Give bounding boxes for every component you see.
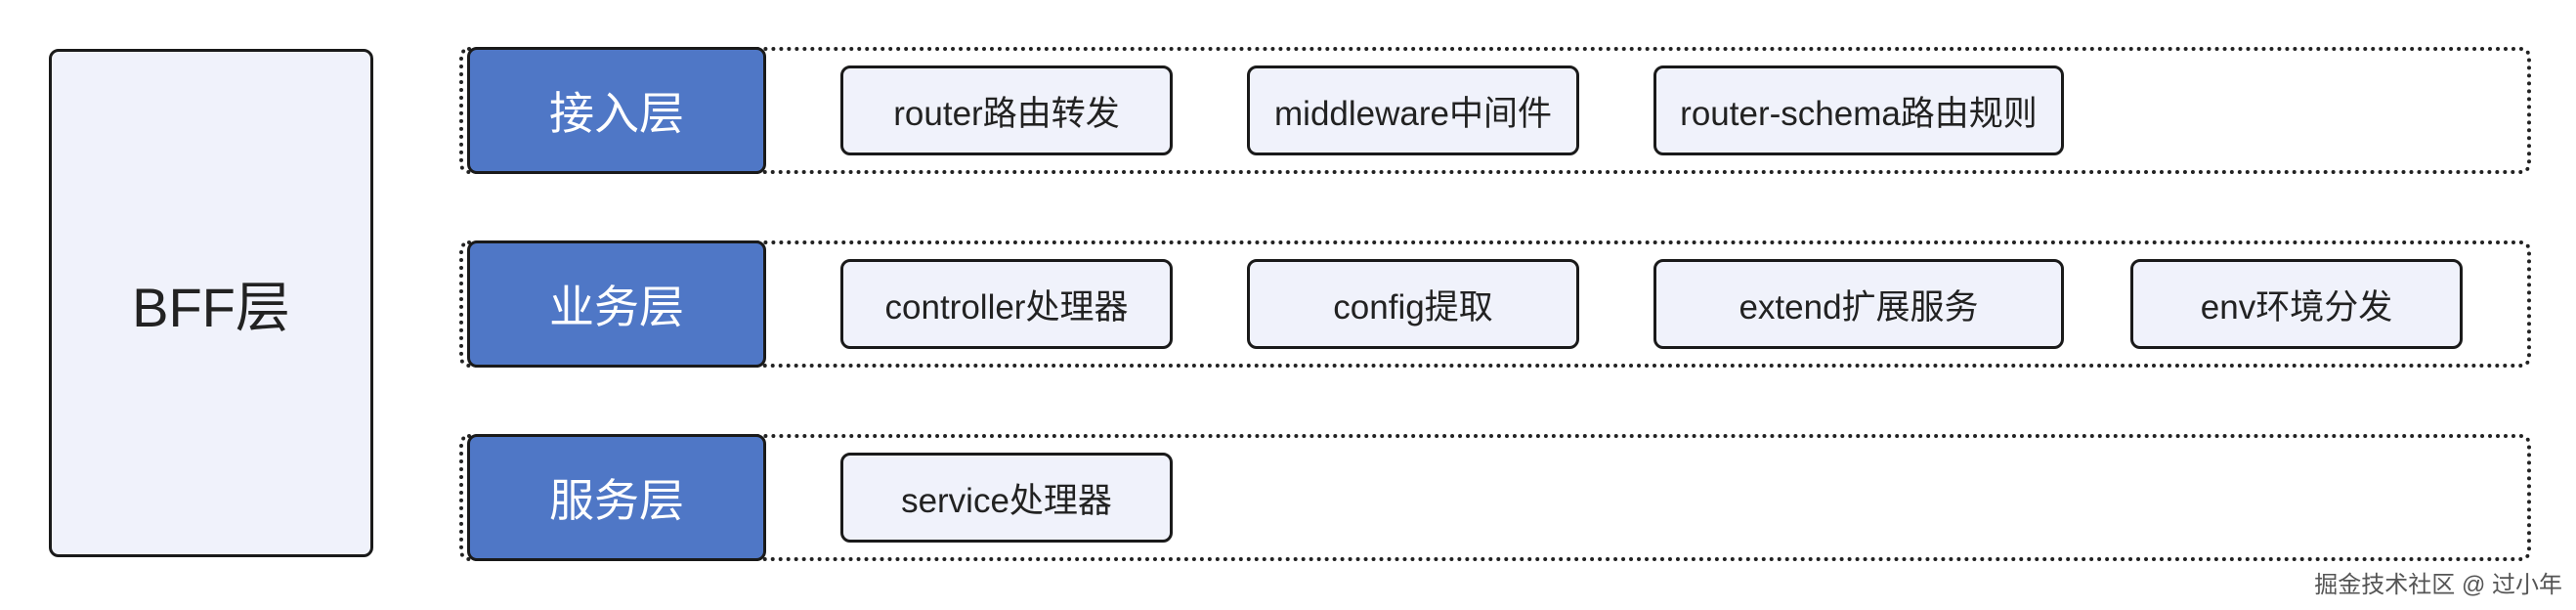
layer-business: 业务层 xyxy=(467,240,766,368)
layer-row-frame-service xyxy=(459,434,2531,561)
item-router-schema: router-schema路由规则 xyxy=(1653,65,2064,155)
item-router-label: router路由转发 xyxy=(893,94,1120,133)
layer-service: 服务层 xyxy=(467,434,766,561)
item-service-label: service处理器 xyxy=(901,481,1112,520)
layer-access: 接入层 xyxy=(467,47,766,174)
item-middleware: middleware中间件 xyxy=(1247,65,1579,155)
item-config-label: config提取 xyxy=(1333,287,1493,327)
layer-service-label: 服务层 xyxy=(549,475,684,526)
item-middleware-label: middleware中间件 xyxy=(1274,94,1552,133)
item-controller: controller处理器 xyxy=(840,259,1173,349)
layer-access-label: 接入层 xyxy=(549,88,684,139)
layer-row-frame-business xyxy=(459,240,2531,368)
layer-business-label: 业务层 xyxy=(549,282,684,332)
item-service: service处理器 xyxy=(840,453,1173,543)
item-controller-label: controller处理器 xyxy=(884,287,1129,327)
item-router-schema-label: router-schema路由规则 xyxy=(1680,94,2038,133)
item-router: router路由转发 xyxy=(840,65,1173,155)
bff-layer-box: BFF层 xyxy=(49,49,373,557)
watermark: 掘金技术社区 @ 过小年 xyxy=(2314,572,2562,598)
item-env: env环境分发 xyxy=(2130,259,2463,349)
item-extend-label: extend扩展服务 xyxy=(1739,287,1979,327)
item-extend: extend扩展服务 xyxy=(1653,259,2064,349)
item-config: config提取 xyxy=(1247,259,1579,349)
layer-row-frame-access xyxy=(459,47,2531,174)
bff-label: BFF层 xyxy=(132,276,290,338)
item-env-label: env环境分发 xyxy=(2200,287,2393,327)
